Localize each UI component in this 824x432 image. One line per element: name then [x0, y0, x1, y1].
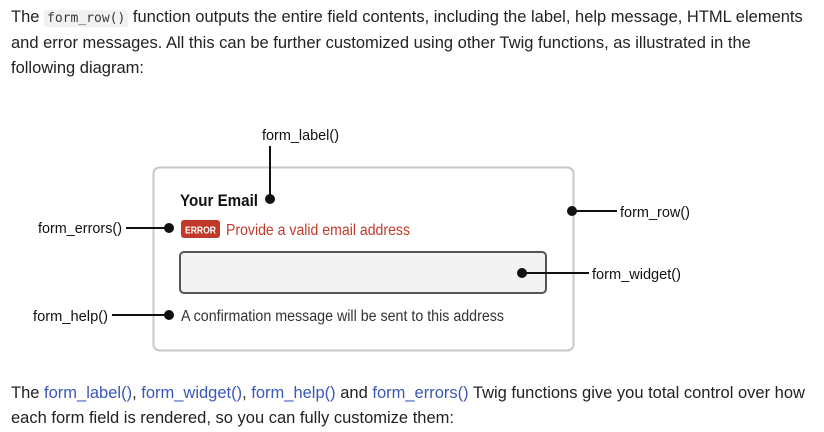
outro-sep-2: ,: [242, 384, 252, 402]
help-message: A confirmation message will be sent to t…: [181, 308, 504, 325]
form-row-code: form_row(): [44, 10, 129, 27]
form-help-link[interactable]: form_help(): [251, 384, 336, 402]
intro-paragraph: The form_row() function outputs the enti…: [11, 5, 814, 81]
form-help-annotation: form_help(): [33, 308, 108, 325]
intro-prefix: The: [11, 8, 45, 26]
form-rendering-diagram: form_label() Your Email form_row() form_…: [0, 110, 824, 360]
form-help-dot: [164, 310, 174, 320]
form-widget-annotation: form_widget(): [592, 266, 681, 283]
form-row-annotation: form_row(): [620, 204, 690, 221]
error-badge: [181, 220, 220, 238]
error-message: Provide a valid email address: [226, 222, 410, 239]
form-widget-link[interactable]: form_widget(): [141, 384, 243, 402]
form-label-link[interactable]: form_label(): [44, 384, 133, 402]
field-label: Your Email: [180, 191, 258, 210]
outro-sep-3: and: [335, 384, 373, 402]
form-errors-dot: [164, 223, 174, 233]
outro-sep-1: ,: [132, 384, 142, 402]
error-badge-label: ERROR: [185, 225, 216, 237]
outro-paragraph: The form_label(), form_widget(), form_he…: [11, 381, 814, 431]
intro-suffix: function outputs the entire field conten…: [11, 8, 803, 77]
form-errors-annotation: form_errors(): [38, 220, 122, 237]
form-label-dot: [265, 194, 275, 204]
email-input[interactable]: [179, 251, 547, 294]
form-errors-link[interactable]: form_errors(): [372, 384, 469, 402]
outro-suffix: Twig functions give you total control ov…: [11, 384, 805, 427]
form-label-annotation: form_label(): [262, 127, 339, 144]
outro-prefix: The: [11, 384, 45, 402]
